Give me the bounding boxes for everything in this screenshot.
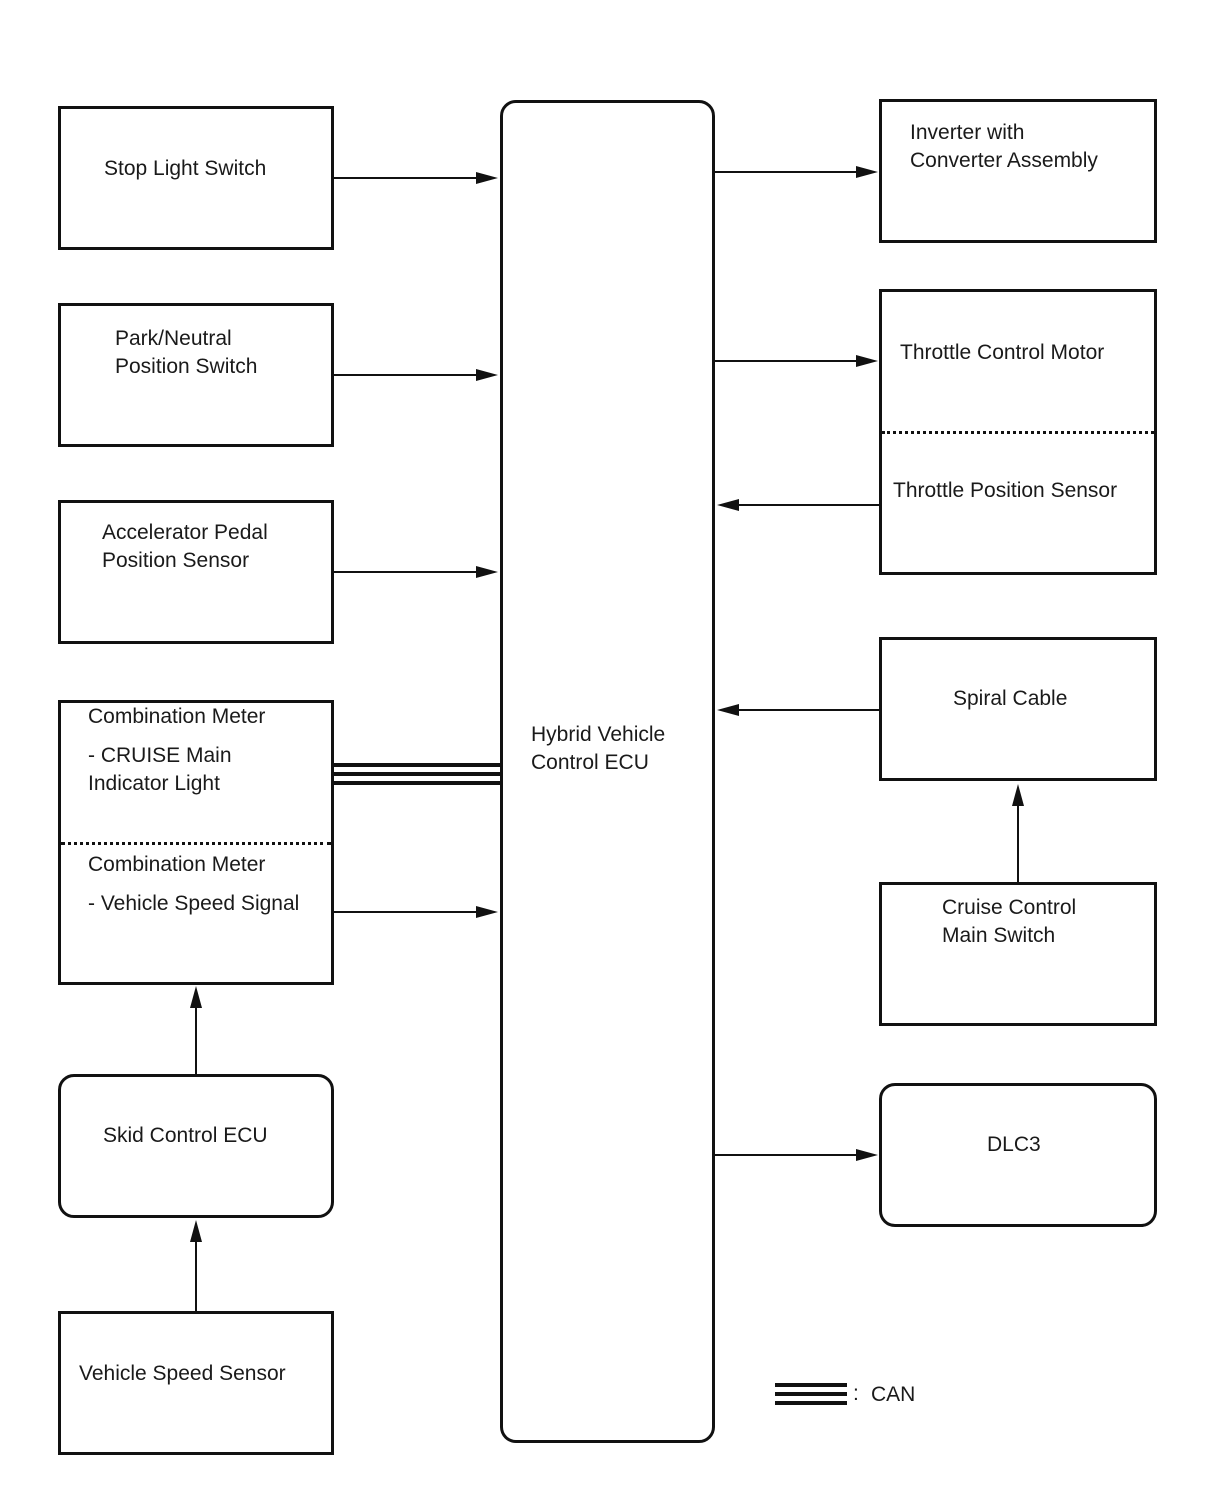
throttle-box-divider [882,431,1154,434]
dlc3-label: DLC3 [987,1133,1041,1156]
throttle-body-box: Throttle Control Motor Throttle Position… [879,289,1157,575]
arrowhead-accelerator [476,566,498,578]
arrowhead-inverter [856,166,878,178]
cruise-switch-label-line1: Cruise Control [942,896,1077,919]
combination-meter-box: Combination Meter - CRUISE Main Indicato… [58,700,334,985]
inverter-converter-box: Inverter with Converter Assembly [879,99,1157,243]
combination-meter-title-upper: Combination Meter [88,705,266,728]
inverter-label-line1: Inverter with [910,121,1025,144]
skid-control-ecu-box: Skid Control ECU [58,1074,334,1218]
legend-separator: : [853,1382,859,1405]
accelerator-label-line1: Accelerator Pedal [102,521,268,544]
vehicle-speed-signal-label: - Vehicle Speed Signal [88,892,300,915]
arrowhead-cruise-switch [1012,784,1024,806]
hv-ecu-label-line1: Hybrid Vehicle [531,723,666,746]
can-bus-combination-meter-ecu [334,763,500,785]
arrowhead-spiral-cable [717,704,739,716]
cruise-control-main-switch-box: Cruise Control Main Switch [879,882,1157,1026]
dlc3-box: DLC3 [879,1083,1157,1227]
accelerator-pedal-sensor-box: Accelerator Pedal Position Sensor [58,500,334,644]
cruise-switch-label-line2: Main Switch [942,924,1056,947]
cruise-indicator-label-line2: Indicator Light [88,772,220,795]
arrowhead-dlc3 [856,1149,878,1161]
arrowhead-skid-to-meter [190,986,202,1008]
stop-light-switch-box: Stop Light Switch [58,106,334,250]
arrowhead-speed-signal [476,906,498,918]
skid-control-ecu-label: Skid Control ECU [103,1124,268,1147]
combination-meter-divider [61,842,331,845]
vehicle-speed-sensor-box: Vehicle Speed Sensor [58,1311,334,1455]
arrowhead-park-neutral [476,369,498,381]
hybrid-vehicle-control-ecu-box: Hybrid Vehicle Control ECU [500,100,715,1443]
throttle-control-motor-label: Throttle Control Motor [900,341,1105,364]
arrowhead-throttle-sensor [717,499,739,511]
cruise-indicator-label-line1: - CRUISE Main [88,744,232,767]
accelerator-label-line2: Position Sensor [102,549,250,572]
arrowhead-throttle-motor [856,355,878,367]
park-neutral-label-line1: Park/Neutral [115,327,232,350]
arrowhead-stop-light [476,172,498,184]
inverter-label-line2: Converter Assembly [910,149,1098,172]
legend-can-label: CAN [871,1383,916,1406]
park-neutral-switch-box: Park/Neutral Position Switch [58,303,334,447]
hv-ecu-label-line2: Control ECU [531,751,649,774]
spiral-cable-box: Spiral Cable [879,637,1157,781]
stop-light-switch-label: Stop Light Switch [104,157,267,180]
throttle-position-sensor-label: Throttle Position Sensor [893,479,1118,502]
arrowhead-sensor-to-skid [190,1220,202,1242]
spiral-cable-label: Spiral Cable [953,687,1068,710]
vehicle-speed-sensor-label: Vehicle Speed Sensor [79,1362,286,1385]
can-legend-symbol [775,1383,847,1405]
park-neutral-label-line2: Position Switch [115,355,258,378]
combination-meter-title-lower: Combination Meter [88,853,266,876]
